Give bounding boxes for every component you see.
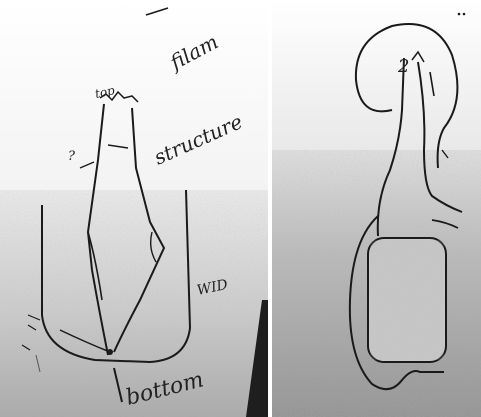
bottom-point xyxy=(107,349,113,355)
label-right-top: 2 xyxy=(397,56,409,77)
label-side-note: ? xyxy=(68,149,76,164)
left-panel: filam structure WID bottom top ? xyxy=(0,0,268,417)
panel-divider xyxy=(268,0,272,417)
right-panel: 2 xyxy=(272,0,481,417)
